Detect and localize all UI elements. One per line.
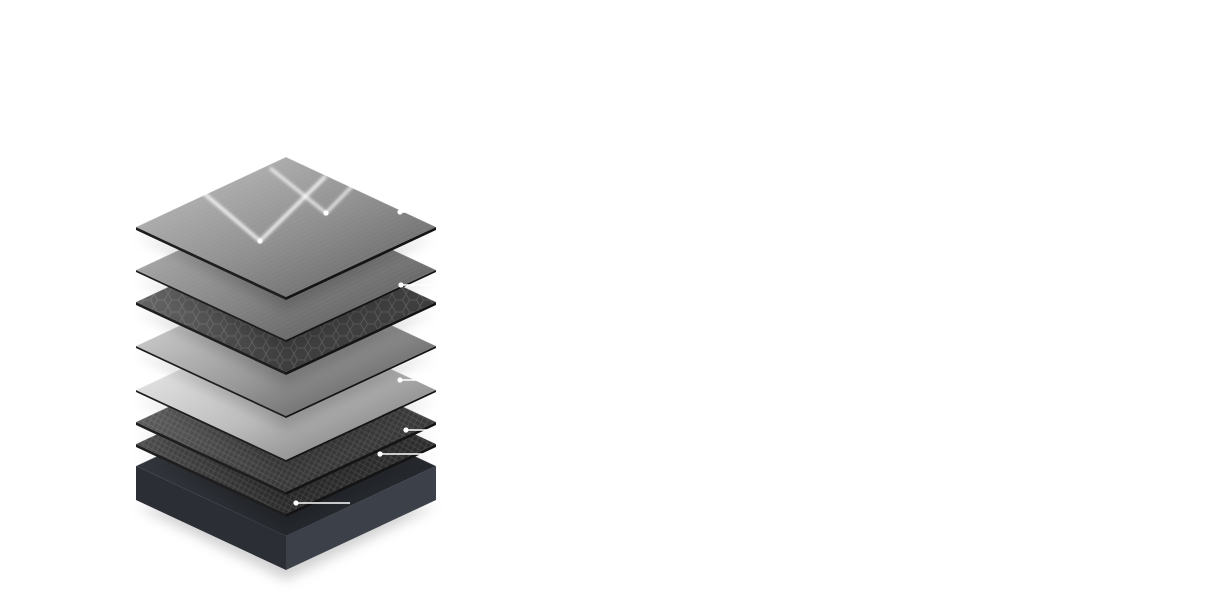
layer-right-edge xyxy=(286,270,436,342)
callout-dot xyxy=(397,209,403,215)
callout-honeycomb-core xyxy=(398,282,437,288)
layer-edge-highlight xyxy=(135,156,437,228)
callout-dot xyxy=(398,282,404,288)
light-node xyxy=(323,210,329,216)
layer-right-edge xyxy=(286,466,436,570)
layer-right-edge xyxy=(286,302,436,375)
layer-right-edge xyxy=(286,444,436,517)
layer-top-plate xyxy=(135,156,437,310)
layer-left-edge xyxy=(136,390,286,462)
layer-right-edge xyxy=(286,346,436,418)
callout-woven-mesh-lower xyxy=(377,451,438,457)
layers-group xyxy=(135,156,437,580)
layer-left-edge xyxy=(136,346,286,418)
light-node xyxy=(257,238,263,244)
callout-base-block xyxy=(293,500,350,506)
layer-left-edge xyxy=(136,227,286,300)
layer-left-edge xyxy=(136,466,286,570)
layer-left-edge xyxy=(136,444,286,517)
callout-thin-sheet xyxy=(421,257,442,263)
layer-right-edge xyxy=(286,227,436,300)
callout-dot xyxy=(421,257,427,263)
callout-gradient-film xyxy=(421,331,442,337)
layer-right-edge xyxy=(286,390,436,462)
callout-woven-mesh-upper xyxy=(403,427,448,433)
callout-light-film xyxy=(397,377,438,383)
callout-dot xyxy=(403,427,409,433)
layer-left-edge xyxy=(136,270,286,342)
layer-left-edge xyxy=(136,302,286,375)
layer-left-edge xyxy=(136,422,286,495)
callout-dot xyxy=(421,331,427,337)
callout-dot xyxy=(397,377,403,383)
layer-texture xyxy=(136,157,436,297)
callout-dot xyxy=(377,451,383,457)
layer-right-edge xyxy=(286,422,436,495)
callouts-group xyxy=(293,209,448,506)
callout-top-plate xyxy=(397,209,440,215)
callout-dot xyxy=(293,500,299,506)
